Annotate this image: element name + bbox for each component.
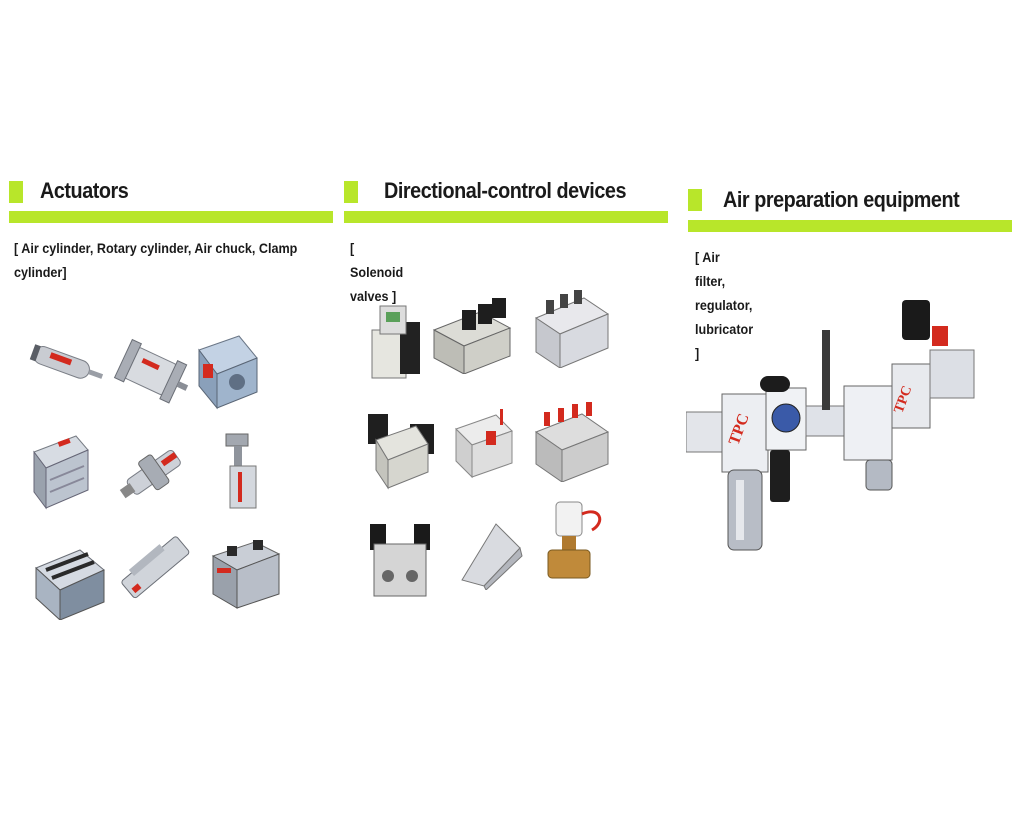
title-underline: [9, 211, 333, 223]
section-title: Actuators: [40, 178, 129, 203]
valve-manifold-icon: [432, 294, 512, 374]
compact-valve-icon: [450, 405, 530, 485]
title-underline: [688, 220, 1012, 232]
title-underline: [344, 211, 668, 223]
air-chuck-icon: [205, 532, 285, 612]
foot-pedal-valve-icon: [456, 510, 536, 590]
section-title: Directional-control devices: [384, 178, 627, 203]
title-marker: [688, 189, 702, 211]
manifold-bank-icon: [532, 288, 612, 368]
title-marker: [344, 181, 358, 203]
guided-cylinder-icon: [28, 430, 108, 510]
title-marker: [9, 181, 23, 203]
section-title: Air preparation equipment: [723, 187, 960, 212]
slide-table-icon: [116, 528, 196, 608]
compact-cylinder-icon: [193, 330, 273, 410]
brass-solenoid-valve-icon: [540, 500, 620, 580]
clamp-cylinder-icon: [204, 430, 284, 510]
5-port-valve-icon: [366, 518, 446, 598]
double-solenoid-valve-icon: [362, 410, 442, 490]
twin-rod-cylinder-icon: [30, 540, 110, 620]
section-subtitle: [ Air cylinder, Rotary cylinder, Air chu…: [14, 240, 298, 280]
section-subtitle: [ Air filter, regulator, lubricator ]: [695, 249, 754, 361]
tie-rod-cylinder-icon: [112, 333, 192, 413]
round-air-cylinder-icon: [26, 325, 106, 405]
frl-unit-icon: TPC TPC: [686, 290, 986, 552]
rotary-cylinder-icon: [116, 432, 196, 512]
solenoid-valve-icon: [360, 300, 440, 380]
section-subtitle: [ Solenoid valves ]: [350, 240, 404, 304]
valve-island-icon: [532, 402, 612, 482]
